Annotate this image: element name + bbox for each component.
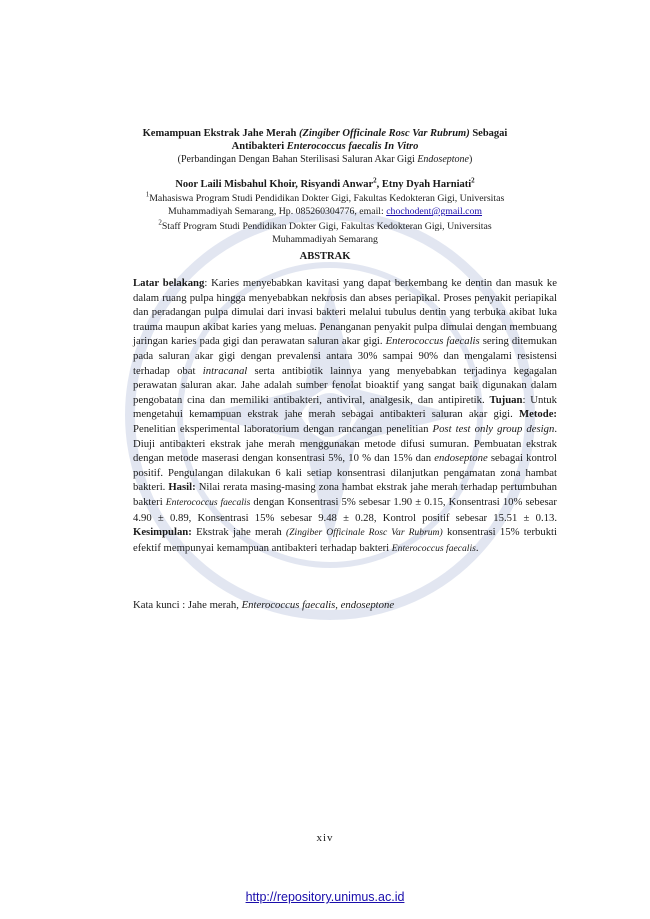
latar-text-1: : Karies menyebabkan kavitasi yang dapat… [133,277,557,348]
hasil-text-1: Nilai rerata masing-masing zona hambat e… [133,481,557,508]
author-names-1: Noor Laili Misbahul Khoir, Risyandi Anwa… [175,179,374,190]
title-text-3: Antibakteri [231,141,287,152]
label-kesimpulan: Kesimpulan: [133,526,192,539]
abstract-heading: ABSTRAK [299,251,351,262]
keywords-italic: Enterococcus faecalis, endoseptone [241,599,395,611]
abstract-body: Latar belakang: Karies menyebabkan kavit… [133,276,557,556]
subtitle-italic: Endoseptone [417,154,469,165]
metode-italic-1: Post test only group design [432,422,555,435]
subtitle-text: (Perbandingan Dengan Bahan Sterilisasi S… [177,154,418,165]
hasil-text-2: dengan Konsentrasi 5% sebesar 1.90 ± 0.1… [133,495,557,524]
kesimpulan-text-3: . [475,541,479,554]
title-bacteria: Enterococcus faecalis In Vitro [286,141,419,152]
metode-text-3: sebagai kontrol positif. Pengulangan dil… [133,452,557,494]
label-metode: Metode: [519,408,557,421]
author-sup-1: 2 [373,176,377,185]
tujuan-text: : Untuk mengetahui kemampuan ekstrak jah… [133,393,557,421]
kesimpulan-text-2: konsentrasi 15% terbukti efektif mempuny… [133,526,557,554]
affiliation-1-line-1: Mahasiswa Program Studi Pendidikan Dokte… [149,193,505,204]
author-sup-2: 2 [471,176,475,185]
affiliation-1-line-2: Muhammadiyah Semarang, Hp. 085260304776,… [167,206,387,217]
hasil-italic: Enterococcus faecalis [165,496,251,508]
kesimpulan-text-1: Ekstrak jahe merah [191,526,287,539]
latar-italic-2: intracanal [202,364,248,377]
page-number: xiv [316,832,334,844]
title-text-2: Sebagai [469,128,508,139]
keywords: Kata kunci : Jahe merah, Enterococcus fa… [133,598,557,612]
affiliation-2: 2Staff Program Studi Pendidikan Dokter G… [60,218,590,246]
kesimpulan-italic-2: Enterococcus faecalis [391,542,476,554]
metode-italic-2: endoseptone [434,452,488,465]
label-tujuan: Tujuan [489,393,523,406]
metode-text-2: . Diuji antibakteri ekstrak jahe merah m… [133,422,557,465]
author-list: Noor Laili Misbahul Khoir, Risyandi Anwa… [60,176,590,191]
label-latar-belakang: Latar belakang [133,277,205,289]
latar-text-2: sering ditemukan pada saluran akar gigi … [133,335,558,377]
latar-italic-1: Enterococcus faecalis [385,335,480,348]
latar-text-3: serta antibiotik lainnya yang menyebabka… [133,364,557,406]
paper-title: Kemampuan Ekstrak Jahe Merah (Zingiber O… [60,127,590,153]
affiliation-2-line-1: Staff Program Studi Pendidikan Dokter Gi… [161,221,492,232]
metode-text-1: Penelitian eksperimental laboratorium de… [133,422,433,435]
email-link[interactable]: chochodent@gmail.com [386,206,483,217]
kesimpulan-italic-1: (Zingiber Officinale Rosc Var Rubrum) [286,527,443,539]
author-names-2: , Etny Dyah Harniati [376,179,472,190]
affiliation-sup-2: 2 [158,218,162,227]
title-species: (Zingiber Officinale Rosc Var Rubrum) [298,128,470,139]
paper-subtitle: (Perbandingan Dengan Bahan Sterilisasi S… [60,153,590,166]
subtitle-close: ) [468,154,473,165]
label-hasil: Hasil: [168,481,196,494]
title-text: Kemampuan Ekstrak Jahe Merah [142,128,299,139]
repository-link[interactable]: http://repository.unimus.ac.id [245,890,405,904]
keywords-label: Kata kunci : Jahe merah, [133,599,242,611]
affiliation-sup-1: 1 [145,190,150,199]
affiliation-2-line-2: Muhammadiyah Semarang [272,234,378,245]
affiliation-1: 1Mahasiswa Program Studi Pendidikan Dokt… [60,190,590,218]
